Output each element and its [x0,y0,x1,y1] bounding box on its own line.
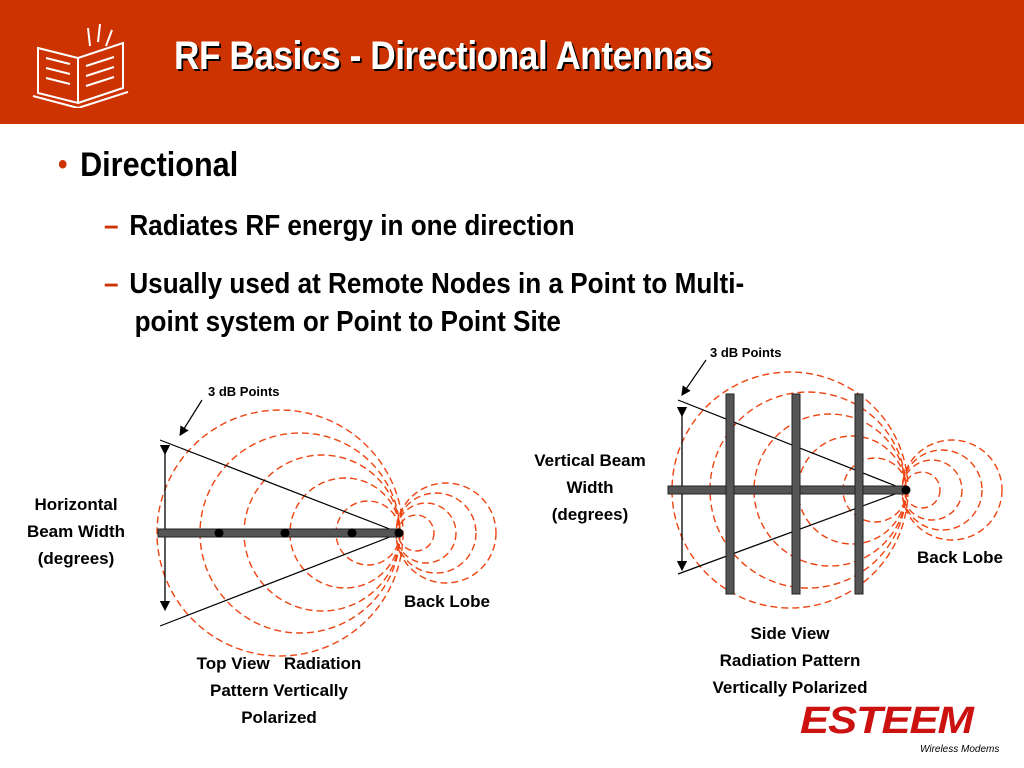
sub-bullet-text-line2: point system or Point to Point Site [134,306,561,338]
caption-line: Vertically Polarized [712,678,868,697]
bullet-dash: – [104,210,119,242]
left-db-pointer [179,399,203,437]
bullet-directional: • Directional [58,146,238,185]
caption-line: Radiation Pattern [719,651,861,670]
sub-bullet-2: –Usually used at Remote Nodes in a Point… [104,265,744,341]
right-caption: Side View Radiation Pattern Vertically P… [672,620,908,701]
beam-label-line: (degrees) [551,505,629,524]
right-feed-point [901,485,911,495]
left-back-lobe-label: Back Lobe [404,592,490,611]
left-beam-label: Horizontal Beam Width (degrees) [0,491,152,572]
left-antenna-boom [157,528,404,538]
caption-line: Side View [750,624,830,643]
beam-label-line: Vertical Beam [534,451,646,470]
logo-tagline: Wireless Modems [920,744,1000,755]
esteem-logo: ESTEEM [800,700,974,742]
right-db-label: 3 dB Points [710,345,782,360]
bullet-dash: – [104,268,119,300]
right-db-pointer [681,359,707,396]
sub-bullet-text-line1: Usually used at Remote Nodes in a Point … [129,268,745,300]
beam-label-line: (degrees) [37,549,115,568]
beam-label-line: Beam Width [26,522,126,541]
left-db-label: 3 dB Points [208,384,280,399]
bullet-dot: • [58,148,68,181]
left-caption: Top View Radiation Pattern Vertically Po… [160,650,398,731]
beam-label-line: Horizontal [34,495,118,514]
sub-bullet-text: Radiates RF energy in one direction [129,210,575,242]
right-beam-label: Vertical Beam Width (degrees) [508,447,672,528]
caption-line: Pattern Vertically [210,681,348,700]
sub-bullet-1: –Radiates RF energy in one direction [104,207,575,245]
beam-label-line: Width [566,478,614,497]
slide-title: RF Basics - Directional Antennas [174,34,713,78]
bullet-text: Directional [80,146,239,184]
caption-line: Polarized [241,708,317,727]
open-book-icon [32,23,129,108]
left-beam-lines [159,439,401,627]
title-banner [0,0,1024,124]
caption-line: Top View Radiation [196,654,362,673]
right-back-lobe-label: Back Lobe [917,548,1003,567]
right-antenna-elements [667,393,907,595]
